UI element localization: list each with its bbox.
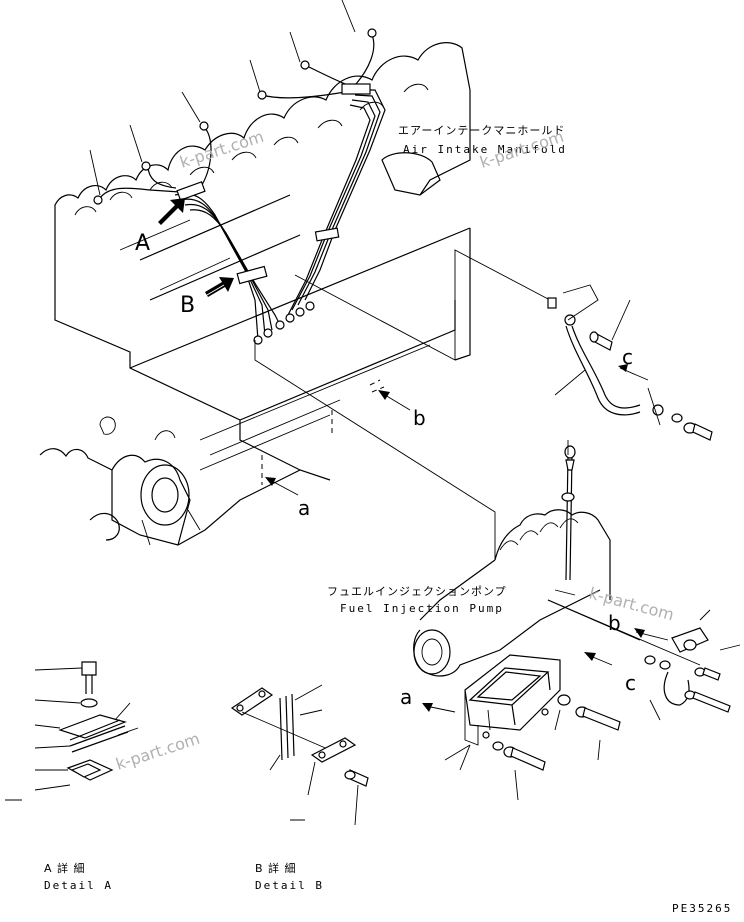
watermark-1: k-part.com: [177, 127, 266, 172]
view-arrow-a: [158, 198, 185, 225]
engine-block: [39, 42, 471, 546]
ref-a-top: a: [298, 496, 310, 520]
overflow-pipe-assembly: [294, 249, 713, 441]
detail-a-drawing: [5, 661, 139, 801]
ref-a-bottom-arrowhead: [422, 703, 433, 712]
ref-b-bottom: b: [608, 611, 621, 635]
detail-b-title-en: Detail B: [255, 879, 324, 892]
ref-a-top-arrowhead: [265, 477, 276, 486]
drawing-code: PE35265: [672, 902, 732, 915]
view-a-label: A: [135, 231, 150, 256]
ref-a-top-leader: [269, 479, 299, 496]
ref-c-bottom-arrowhead: [584, 652, 596, 661]
view-arrow-b: [205, 277, 234, 297]
fuel-injection-pump: [413, 440, 741, 801]
detail-a-title-jp: A 詳 細: [44, 861, 86, 875]
ref-b-top-arrowhead: [378, 390, 390, 400]
watermark-4: k-part.com: [113, 729, 202, 774]
ref-b-top-leader: [384, 394, 411, 411]
fuel-injection-pump-label-jp: フュエルインジェクションポンプ: [327, 585, 507, 598]
fuel-injection-pump-label-en: Fuel Injection Pump: [340, 602, 504, 615]
air-intake-manifold-label-jp: エアーインテークマニホールド: [398, 124, 565, 137]
ref-a-bottom: a: [400, 685, 412, 709]
detail-b-drawing: [230, 684, 369, 826]
detail-b-title-jp: B 詳 細: [255, 861, 297, 875]
air-intake-manifold-label-en: Air Intake Manifold: [403, 143, 567, 156]
connection-line: [254, 340, 496, 560]
ref-c-bottom: c: [625, 671, 636, 695]
ref-b-top: b: [413, 406, 426, 430]
ref-c-top: c: [622, 345, 633, 369]
detail-a-title-en: Detail A: [44, 879, 113, 892]
intake-manifold: [381, 152, 441, 196]
watermark-3: k-part.com: [587, 584, 676, 625]
view-b-label: B: [180, 293, 195, 318]
ref-b-bottom-arrowhead: [634, 628, 645, 638]
injection-lines: [89, 0, 386, 345]
